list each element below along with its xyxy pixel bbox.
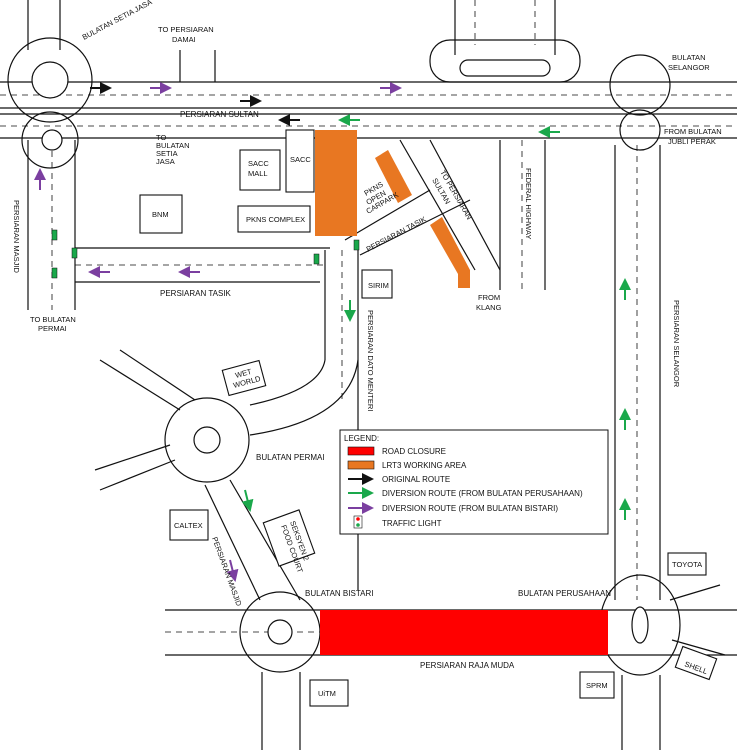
label-to-setia-2: BULATAN [156,141,189,150]
building-sacc-mall-1: SACC [248,159,269,168]
label-bulatan-setia-jasa: BULATAN SETIA JASA [81,0,154,42]
label-from-klang-1: FROM [478,293,500,302]
building-sirim: SIRIM [368,281,389,290]
legend-label-lrt3: LRT3 WORKING AREA [382,461,467,470]
legend: LEGEND: ROAD CLOSURE LRT3 WORKING AREA O… [339,429,609,535]
lrt3-working-areas [315,130,470,288]
label-bulatan-bistari: BULATAN BISTARI [305,589,373,598]
label-persiaran-masjid-lower: PERSIARAN MASJID [210,536,244,608]
label-persiaran-sultan: PERSIARAN SULTAN [180,110,259,119]
top-vertical-roads [179,0,556,82]
label-to-bulatan-permai-1: TO BULATAN [30,315,76,324]
label-jubli-perak: JUBLI PERAK [668,137,716,146]
legend-swatch-road-closure [347,446,375,456]
bulatan-setia-jasa [7,37,93,169]
building-sacc-mall-2: MALL [248,169,268,178]
persiaran-tasik-road [75,247,330,283]
building-wet-world-1: WET [234,367,253,380]
legend-label-road-closure: ROAD CLOSURE [382,447,446,456]
legend-label-purple: DIVERSION ROUTE (FROM BULATAN BISTARI) [382,504,558,513]
building-sacc: SACC [290,155,311,164]
label-federal-highway: FEDERAL HIGHWAY [524,168,533,239]
legend-swatch-lrt3 [347,460,375,470]
persiaran-masjid-road [27,0,76,310]
label-persiaran-dato-menteri: PERSIARAN DATO MENTERI [366,310,375,411]
label-persiaran-raja-muda: PERSIARAN RAJA MUDA [420,661,515,670]
road-closure-area [320,610,608,655]
label-from-bulatan: FROM BULATAN [664,127,722,136]
federal-highway-road [499,140,546,290]
label-damai: DAMAI [172,35,196,44]
label-persiaran-tasik: PERSIARAN TASIK [160,289,232,298]
bulatan-bistari-roundabout [239,591,321,750]
label-persiaran-selangor: PERSIARAN SELANGOR [672,300,681,388]
building-pkns-complex: PKNS COMPLEX [246,215,305,224]
building-sprm: SPRM [586,681,608,690]
building-uitm: UiTM [318,689,336,698]
bulatan-selangor-roundabout [429,39,671,151]
label-bulatan-perusahaan: BULATAN PERUSAHAAN [518,589,611,598]
legend-traffic-light-icon [353,515,363,529]
legend-label-original: ORIGINAL ROUTE [382,475,450,484]
traffic-lights [51,229,360,279]
label-bulatan-selangor-1: BULATAN [672,53,705,62]
label-to-setia-1: TO [156,133,166,142]
label-bulatan-selangor-2: SELANGOR [668,63,710,72]
buildings [139,129,718,707]
label-bulatan-permai: BULATAN PERMAI [256,453,325,462]
label-to-setia-4: JASA [156,157,175,166]
building-toyota: TOYOTA [672,560,702,569]
persiaran-selangor-road [614,145,661,600]
label-to-setia-3: SETIA [156,149,178,158]
legend-title: LEGEND: [344,434,379,443]
legend-label-green: DIVERSION ROUTE (FROM BULATAN PERUSAHAAN… [382,489,583,498]
legend-label-traffic-light: TRAFFIC LIGHT [382,519,442,528]
diagonal-roads [344,139,501,271]
bulatan-permai-roundabout [94,349,301,601]
label-persiaran-masjid-left: PERSIARAN MASJID [12,200,21,274]
label-from-klang-2: KLANG [476,303,502,312]
label-to-persiaran-damai: TO PERSIARAN [158,25,214,34]
persiaran-sultan-road [0,81,737,139]
label-persiaran-tasik-diag: PERSIARAN TASIK [365,215,428,254]
building-caltex: CALTEX [174,521,203,530]
label-to-bulatan-permai-2: PERMAI [38,324,67,333]
building-bnm: BNM [152,210,169,219]
bulatan-perusahaan-roundabout [599,574,726,750]
route-arrows [34,82,631,582]
